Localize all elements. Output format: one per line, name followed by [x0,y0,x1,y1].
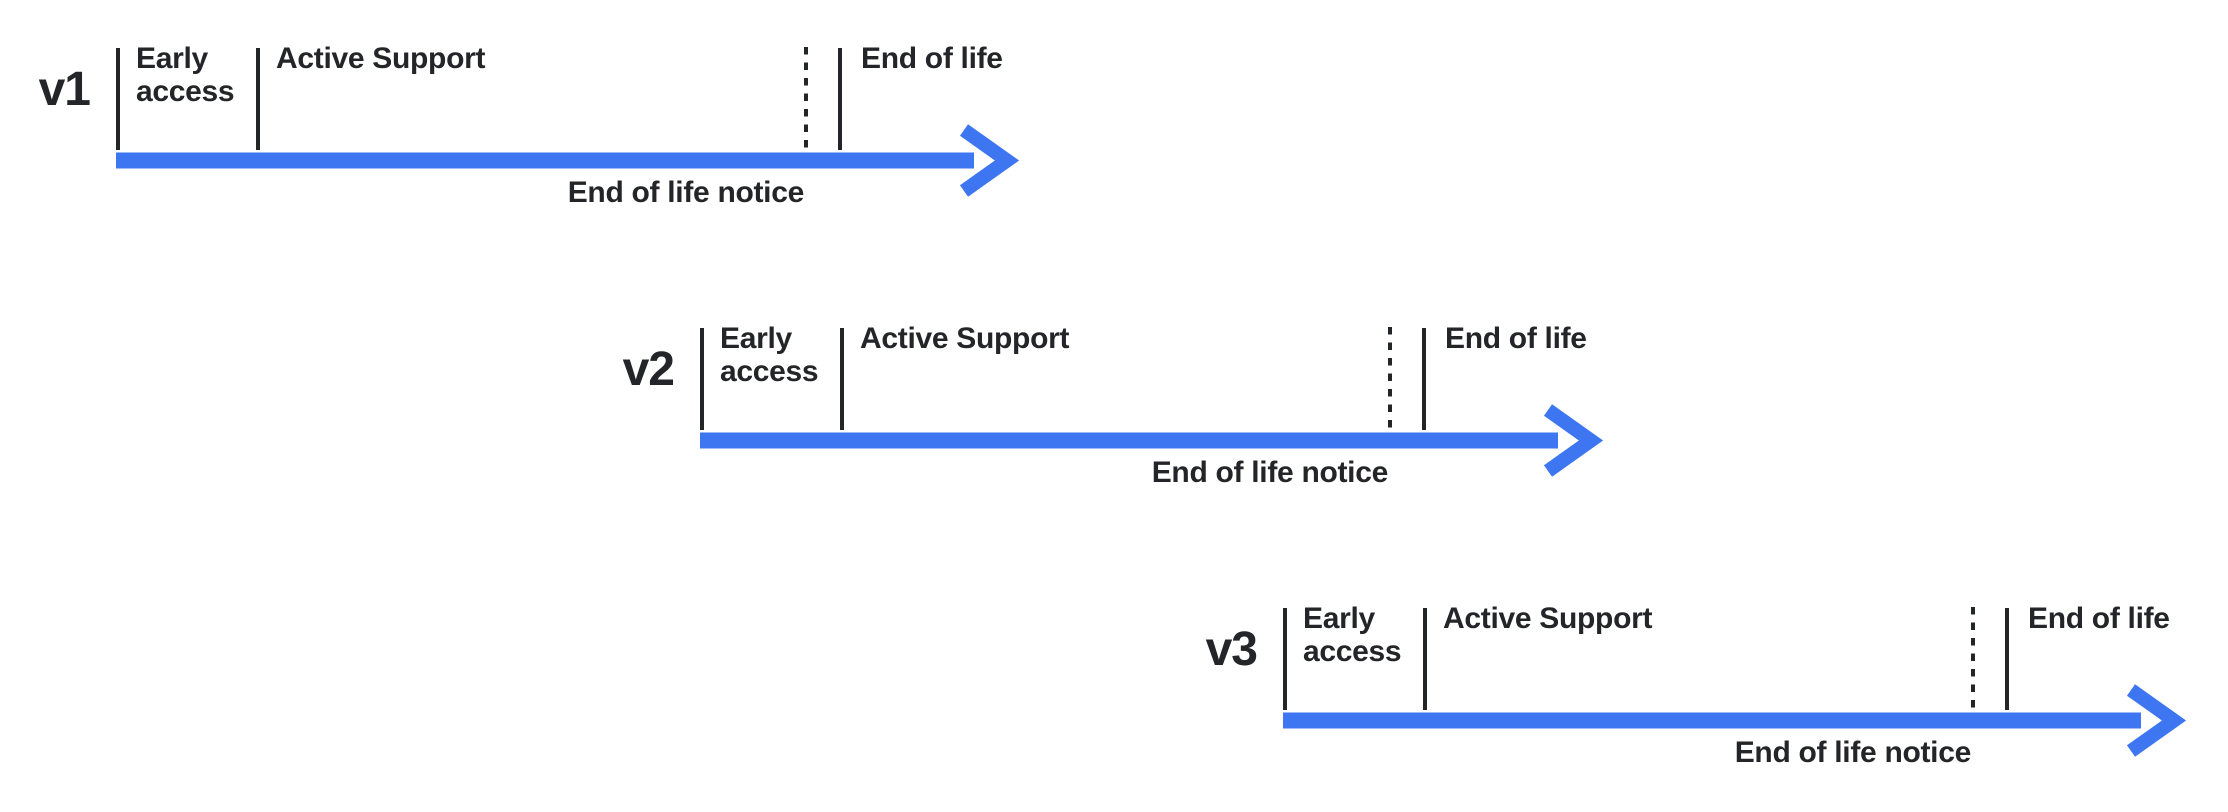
end-of-life-tick [1422,328,1426,430]
timeline-arrow [1283,684,2187,757]
arrow-head-chevron-icon [1543,404,1604,477]
timeline-v1: v1 Early access Active Support End of li… [39,42,1028,264]
active-support-start-tick [1423,608,1427,710]
timeline-arrow [116,124,1020,197]
early-access-start-tick [700,328,704,430]
end-of-life-label: End of life [861,42,1003,75]
end-of-life-tick [838,48,842,150]
eol-notice-label: End of life notice [567,176,805,209]
eol-notice-dashed-line [804,47,808,151]
eol-notice-label: End of life notice [1151,456,1389,489]
timeline-v2: v2 Early access Active Support End of li… [623,322,1612,544]
arrow-head-chevron-icon [959,124,1020,197]
early-access-label: Early access [1303,602,1402,668]
active-support-label: Active Support [1443,602,1653,635]
active-support-start-tick [840,328,844,430]
timeline-arrow [700,404,1604,477]
version-label: v2 [622,343,675,396]
early-access-label: Early access [720,322,819,388]
arrow-head-chevron-icon [2126,684,2187,757]
timeline-v3: v3 Early access Active Support End of li… [1206,602,2195,812]
active-support-start-tick [256,48,260,150]
early-access-start-tick [116,48,120,150]
eol-notice-label: End of life notice [1734,736,1972,769]
version-label: v1 [38,63,91,116]
end-of-life-tick [2005,608,2009,710]
active-support-label: Active Support [860,322,1070,355]
early-access-label: Early access [136,42,235,108]
end-of-life-label: End of life [1445,322,1587,355]
end-of-life-label: End of life [2028,602,2170,635]
version-label: v3 [1205,623,1258,676]
early-access-start-tick [1283,608,1287,710]
active-support-label: Active Support [276,42,486,75]
eol-notice-dashed-line [1971,607,1975,711]
eol-notice-dashed-line [1388,327,1392,431]
